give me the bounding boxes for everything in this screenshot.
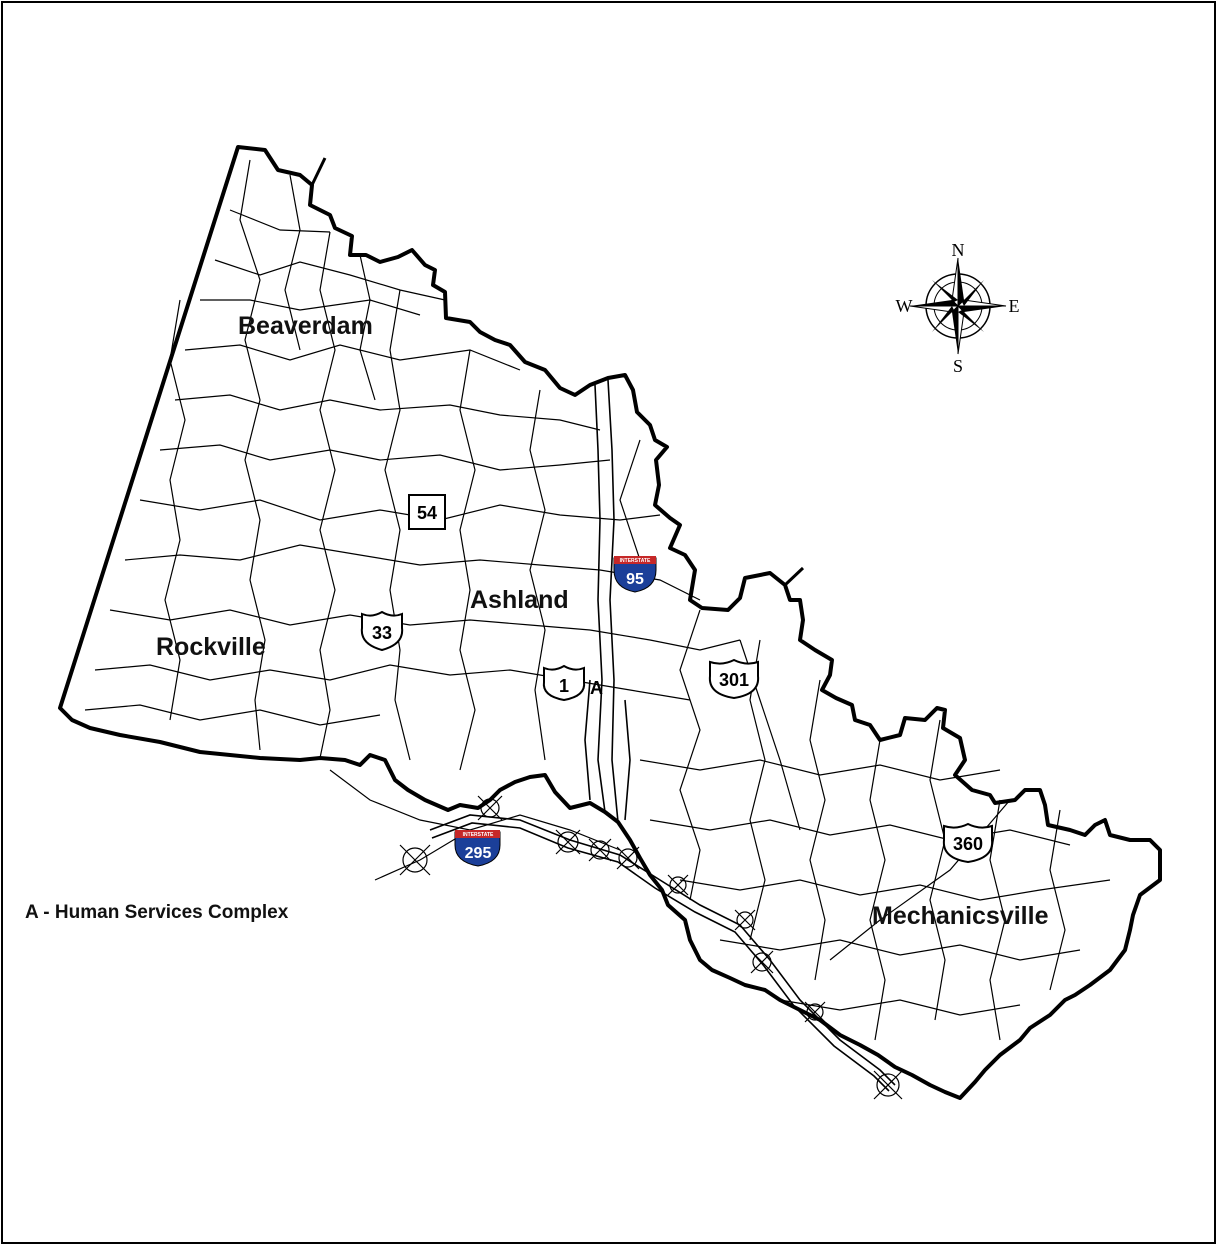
- town-label-beaverdam: Beaverdam: [238, 312, 373, 340]
- town-label-rockville: Rockville: [156, 633, 266, 661]
- river-stub-east: [783, 566, 805, 587]
- route-33-label: 33: [372, 623, 392, 643]
- interstate-95-shield: INTERSTATE 95: [613, 556, 657, 593]
- compass-north: N: [952, 240, 965, 260]
- town-label-mechanicsville: Mechanicsville: [872, 902, 1049, 930]
- route-301-label: 301: [719, 670, 749, 690]
- route-54-label: 54: [417, 503, 437, 523]
- route-33-shield: 33: [360, 610, 404, 652]
- route-54-shield: 54: [408, 494, 446, 530]
- route-301-shield: 301: [708, 658, 760, 700]
- compass-rose-icon: N S E W: [896, 240, 1020, 376]
- interstate-95-top-label: INTERSTATE: [620, 558, 651, 564]
- route-360-shield: 360: [942, 822, 994, 864]
- compass-west: W: [896, 296, 913, 316]
- route-1-shield: 1: [542, 664, 586, 702]
- compass-south: S: [953, 356, 963, 376]
- interstate-295-shield: INTERSTATE 295: [454, 830, 501, 867]
- interstate-295-top-label: INTERSTATE: [463, 832, 494, 838]
- interstate-295-label: 295: [465, 845, 492, 862]
- i295-corridor: [429, 814, 896, 1092]
- river-stub-north: [310, 157, 327, 186]
- marker-a: A: [590, 678, 603, 698]
- compass-east: E: [1009, 296, 1020, 316]
- interstate-95-label: 95: [626, 571, 644, 588]
- county-boundary: [58, 145, 1162, 1100]
- highway-corridor: [584, 379, 631, 823]
- legend-note: A - Human Services Complex: [25, 902, 289, 923]
- route-1-label: 1: [559, 676, 569, 696]
- town-label-ashland: Ashland: [470, 586, 569, 614]
- route-360-label: 360: [953, 834, 983, 854]
- interchanges: [399, 795, 903, 1100]
